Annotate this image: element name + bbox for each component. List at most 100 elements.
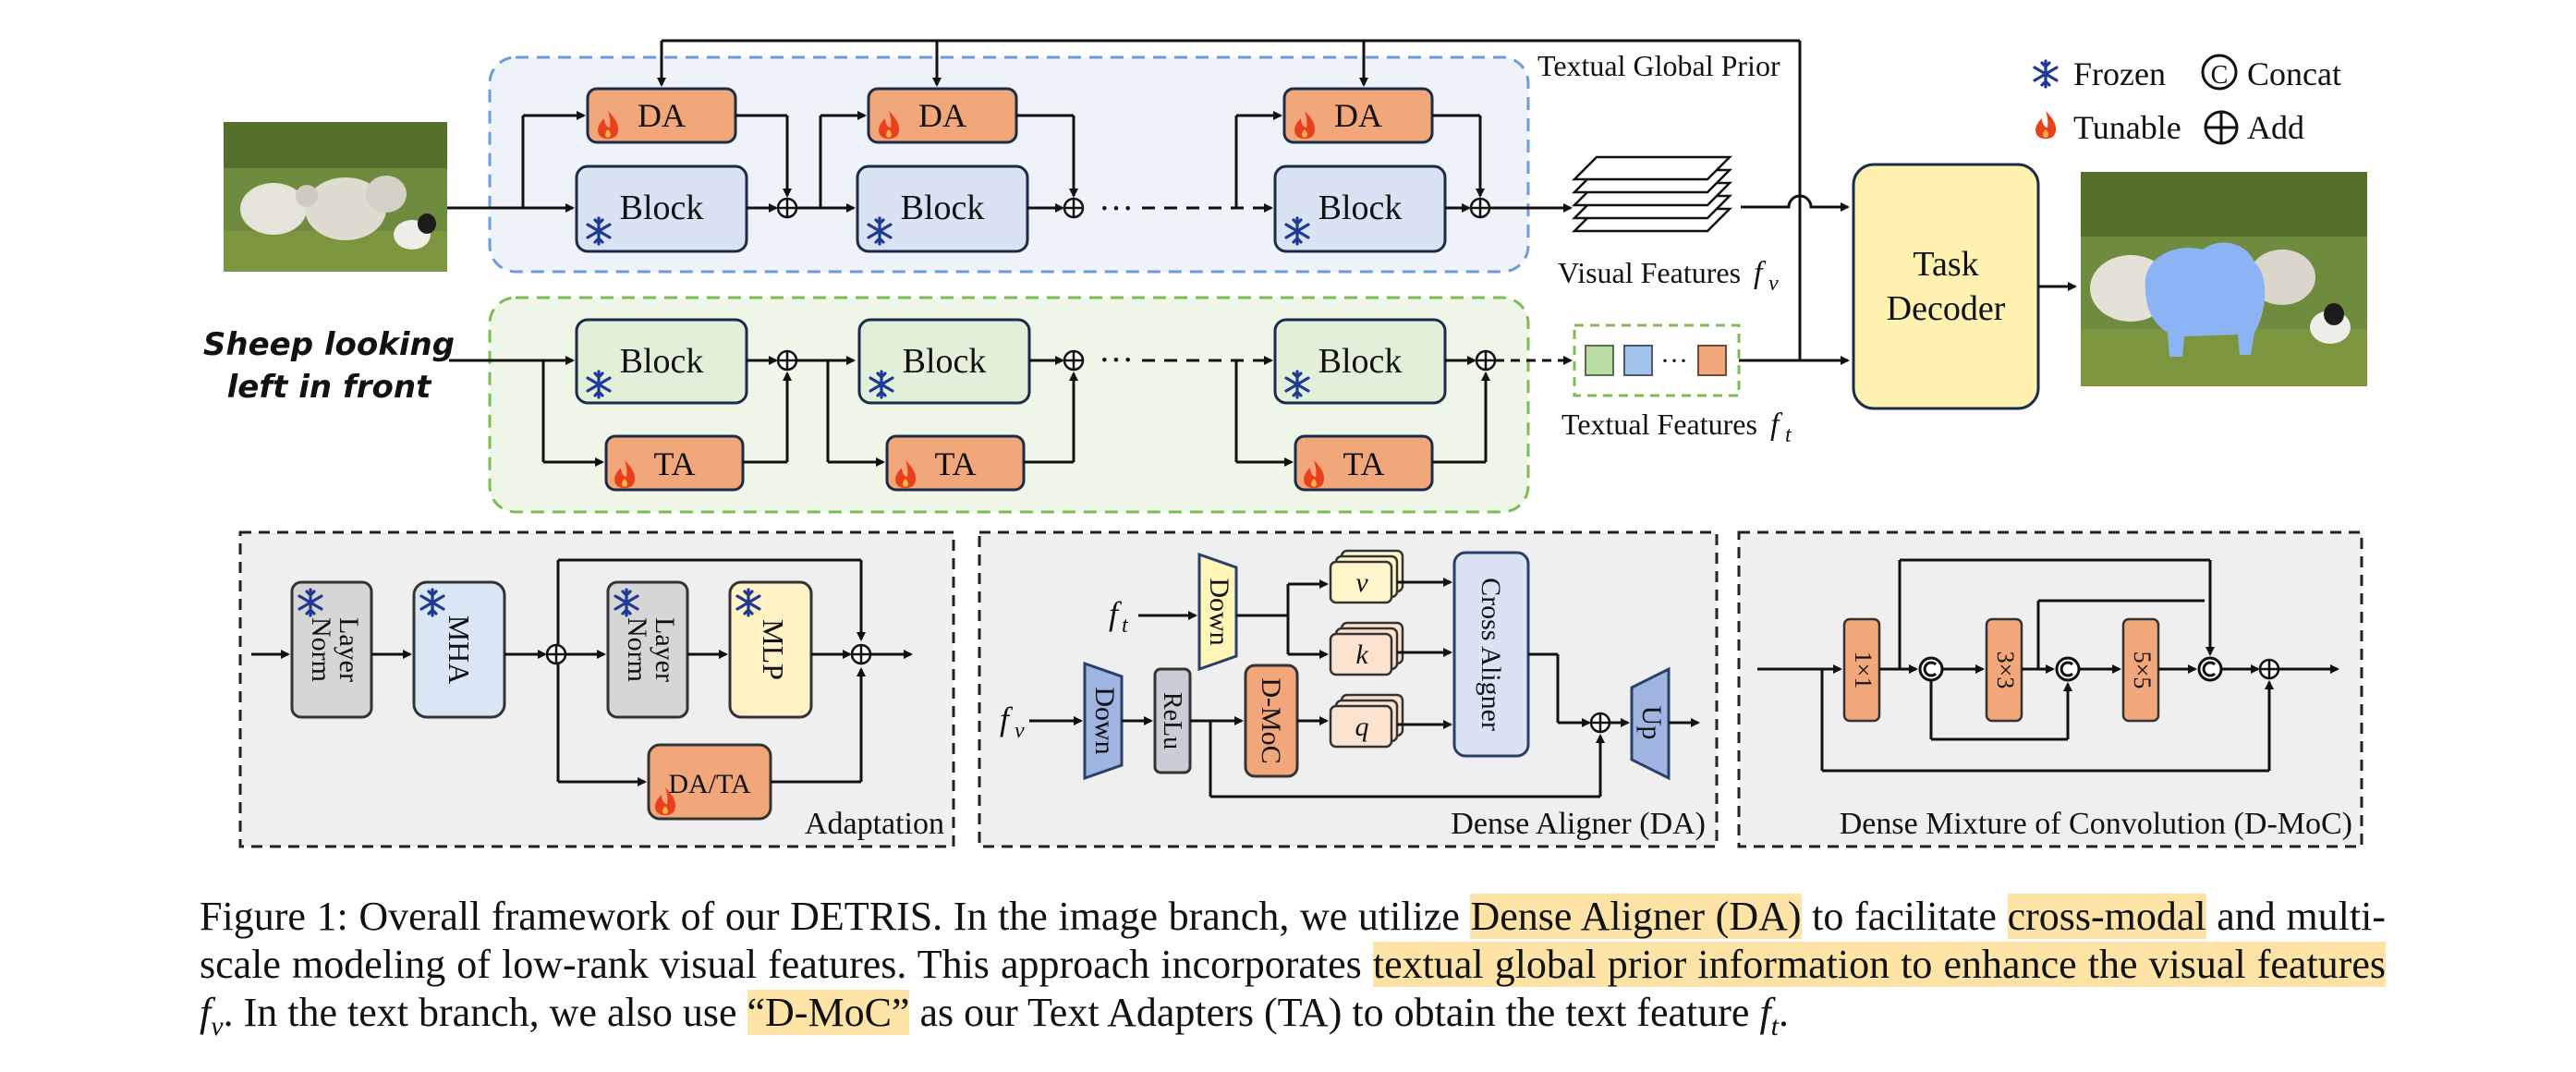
- caption-highlight-2: cross-modal: [2007, 894, 2206, 939]
- layernorm-2-line2: Norm: [622, 617, 652, 682]
- caption-fv-sub: v: [211, 1010, 224, 1042]
- caption-ft: ft: [1759, 990, 1779, 1042]
- legend-frozen: Frozen: [2073, 55, 2166, 92]
- visual-features-symbol: f: [1754, 256, 1767, 290]
- add-icon: [776, 197, 798, 219]
- cross-aligner-label: Cross Aligner: [1476, 578, 1506, 731]
- caption-fv: fv: [200, 990, 224, 1042]
- layernorm-2-line1: Layer: [650, 617, 680, 682]
- mha-label: MHA: [443, 615, 476, 685]
- layernorm-1-line1: Layer: [334, 617, 364, 682]
- dmoc-panel: [1737, 530, 2363, 848]
- up-block: [1630, 666, 1671, 781]
- caption-part-6: .: [1779, 990, 1790, 1035]
- mha: [412, 580, 506, 719]
- down-top-label: Down: [1204, 578, 1234, 645]
- query-line-2: left in front: [227, 369, 432, 406]
- da-fv-sub: v: [1015, 719, 1025, 743]
- concat-symbol: C: [2211, 61, 2229, 90]
- add-icon: [545, 643, 567, 665]
- textual-features-box: [1573, 323, 1741, 397]
- ellipsis-image: ···: [1099, 189, 1134, 228]
- mlp-label: MLP: [757, 619, 790, 680]
- concat-icon: [2201, 54, 2238, 91]
- visual-features-label: Visual Features: [1558, 256, 1741, 289]
- block-label-image-n: Block: [1318, 189, 1403, 227]
- caption-highlight-3: textual global prior information to enha…: [1372, 942, 2386, 987]
- sheep-photo: [224, 122, 447, 272]
- da-label-1: DA: [638, 97, 686, 134]
- add-icon: [1475, 349, 1497, 372]
- ta-label-n: TA: [1343, 445, 1384, 482]
- textual-features-sub: t: [1785, 423, 1792, 447]
- legend-tunable: Tunable: [2073, 109, 2181, 146]
- dmoc-title: Dense Mixture of Convolution (D-MoC): [1840, 807, 2352, 841]
- block-label-text-1: Block: [620, 342, 704, 381]
- conv-3x3-label: 3×3: [1992, 652, 2019, 689]
- textual-global-prior-label: Textual Global Prior: [1537, 49, 1780, 82]
- caption-part-1: Figure 1: Overall framework of our DETRI…: [200, 894, 1471, 939]
- snowflake-icon: [2033, 59, 2059, 89]
- segmented-sheep-photo: [2081, 172, 2367, 386]
- k-label: k: [1355, 640, 1368, 670]
- add-icon: [1589, 712, 1611, 734]
- block-label-image-2: Block: [901, 189, 985, 227]
- mlp: [728, 580, 813, 719]
- caption-part-3: and multi-scale modeling of low-rank vis…: [200, 894, 2386, 987]
- caption-fv-symbol: f: [200, 990, 212, 1035]
- add-icon: [1063, 197, 1085, 219]
- concat-icon: [1918, 656, 1944, 682]
- caption-highlight-4: “D-MoC”: [747, 990, 910, 1035]
- visual-features-sub: v: [1768, 272, 1779, 296]
- caption-highlight-1: Dense Aligner (DA): [1470, 894, 1802, 939]
- caption-ft-symbol: f: [1759, 990, 1771, 1035]
- token-2: [1623, 345, 1653, 376]
- add-icon: [1063, 349, 1085, 372]
- add-icon: [2258, 658, 2280, 680]
- caption-part-5: as our Text Adapters (TA) to obtain the …: [909, 990, 1760, 1035]
- v-label: v: [1355, 567, 1368, 598]
- down-left: [1083, 661, 1124, 781]
- da-ft-sub: t: [1122, 614, 1129, 638]
- add-icon: [2204, 110, 2239, 145]
- task-decoder: [1852, 163, 2040, 410]
- dense-aligner-title: Dense Aligner (DA): [1451, 807, 1706, 841]
- da-ta-label: DA/TA: [668, 769, 751, 799]
- token-1: [1585, 345, 1614, 376]
- adaptation-title: Adaptation: [805, 807, 944, 841]
- block-label-text-2: Block: [903, 342, 987, 381]
- visual-features-stack: [1571, 155, 1733, 233]
- q-stack: [1329, 693, 1404, 749]
- da-label-2: DA: [918, 97, 966, 134]
- textual-features-symbol: f: [1770, 408, 1783, 442]
- task-decoder-line1: Task: [1913, 245, 1978, 284]
- add-icon: [1469, 197, 1491, 219]
- ta-label-1: TA: [653, 445, 695, 482]
- ellipsis-text: ···: [1099, 341, 1134, 380]
- textual-features-label: Textual Features: [1561, 408, 1757, 441]
- add-icon: [850, 643, 872, 665]
- token-ellipsis: ···: [1660, 346, 1688, 376]
- image-branch-region: [488, 55, 1530, 274]
- flame-icon: [2035, 111, 2057, 140]
- query-line-1: Sheep looking: [203, 326, 455, 363]
- text-branch-region: [488, 296, 1530, 514]
- concat-icon: [2197, 656, 2223, 682]
- q-label: q: [1355, 712, 1369, 742]
- d-moc-label: D-MoC: [1256, 677, 1286, 763]
- da-label-n: DA: [1334, 97, 1382, 134]
- caption-ft-sub: t: [1770, 1010, 1780, 1042]
- task-decoder-line2: Decoder: [1887, 289, 2006, 328]
- block-label-text-n: Block: [1318, 342, 1403, 381]
- caption-part-4b: . In the text branch, we also use: [223, 990, 747, 1035]
- add-icon: [776, 349, 798, 372]
- down-top: [1197, 552, 1238, 672]
- up-label: Up: [1636, 706, 1667, 740]
- conv-1x1-label: 1×1: [1850, 652, 1877, 689]
- figure-caption: Figure 1: Overall framework of our DETRI…: [200, 893, 2386, 1051]
- down-left-label: Down: [1089, 687, 1120, 754]
- caption-part-2: to facilitate: [1801, 894, 2008, 939]
- legend-concat: Concat: [2247, 55, 2341, 92]
